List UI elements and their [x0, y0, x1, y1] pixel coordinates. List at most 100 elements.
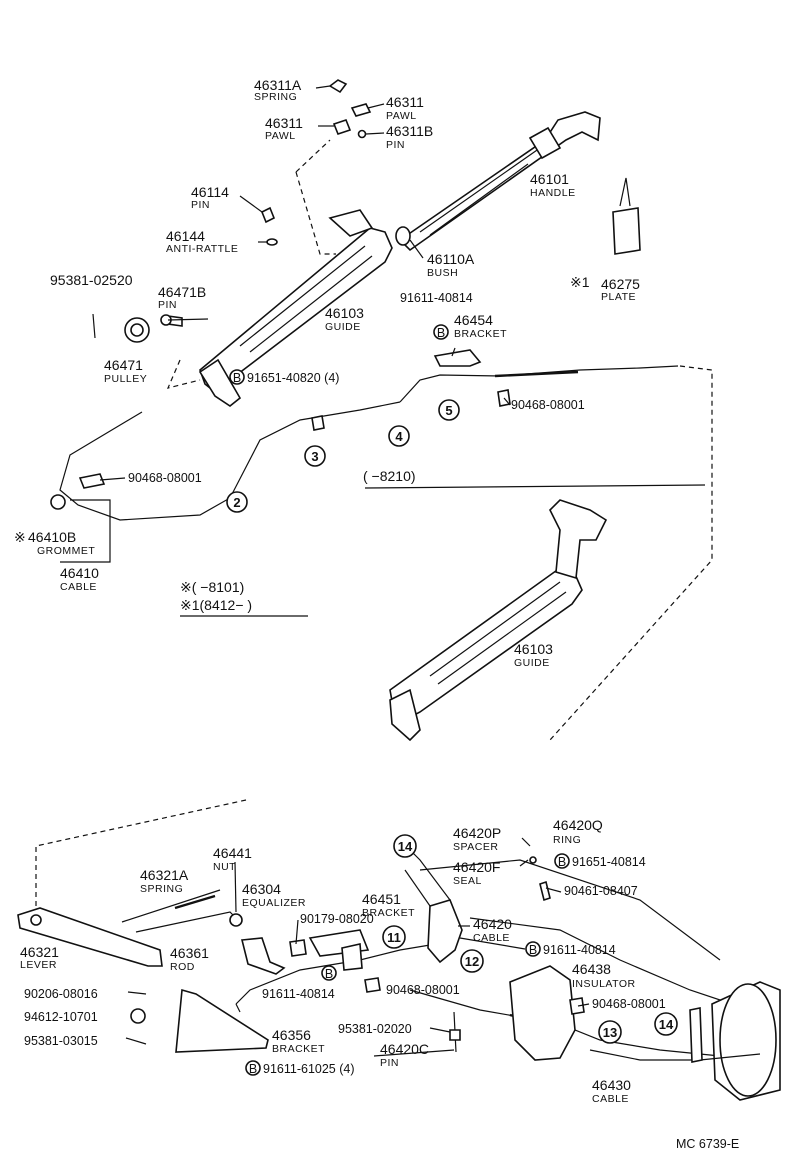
svg-text:PULLEY: PULLEY	[104, 373, 147, 385]
svg-text:46321: 46321	[20, 944, 59, 960]
svg-text:46311: 46311	[386, 94, 424, 110]
svg-text:46410: 46410	[60, 565, 99, 581]
svg-text:14: 14	[659, 1017, 674, 1032]
svg-text:11: 11	[387, 930, 401, 945]
callout-5: 5	[438, 399, 460, 421]
svg-text:46441: 46441	[213, 845, 252, 861]
label-91651-40820: 91651-40820 (4)	[247, 371, 339, 385]
svg-text:46451: 46451	[362, 891, 401, 907]
svg-text:PIN: PIN	[386, 139, 405, 151]
svg-text:46420: 46420	[473, 916, 512, 932]
svg-text:12: 12	[465, 954, 479, 969]
label-90461-08407: 90461-08407	[564, 884, 638, 898]
svg-text:※: ※	[14, 529, 26, 545]
leader-lines	[99, 85, 590, 1057]
label-91611-40814-upper: 91611-40814	[400, 291, 473, 305]
bolt-marks: B B B B B B	[229, 324, 570, 1076]
callout-12: 12	[460, 949, 484, 973]
svg-text:90461-08407: 90461-08407	[564, 884, 638, 898]
svg-text:LEVER: LEVER	[20, 959, 57, 971]
svg-text:46420P: 46420P	[453, 825, 501, 841]
svg-text:95381-02520: 95381-02520	[50, 272, 133, 288]
svg-text:PAWL: PAWL	[265, 130, 296, 142]
svg-text:46410B: 46410B	[28, 529, 76, 545]
bolt-mark-91611c: B	[321, 965, 337, 981]
svg-text:BRACKET: BRACKET	[362, 907, 415, 919]
label-94612-10701: 94612-10701	[24, 1010, 98, 1024]
svg-text:SPACER: SPACER	[453, 841, 498, 853]
bolt-mark-91611a: B	[433, 324, 449, 340]
svg-text:B: B	[529, 943, 537, 957]
svg-text:95381-02020: 95381-02020	[338, 1022, 412, 1036]
svg-text:46321A: 46321A	[140, 867, 189, 883]
rear-linkage-drawing	[17, 799, 781, 1101]
svg-text:91611-40814: 91611-40814	[400, 291, 473, 305]
svg-text:PIN: PIN	[191, 199, 210, 211]
svg-text:ROD: ROD	[170, 961, 195, 973]
svg-text:46101: 46101	[530, 171, 569, 187]
svg-text:GUIDE: GUIDE	[514, 657, 550, 669]
svg-text:46103: 46103	[514, 641, 553, 657]
svg-text:91611-40814: 91611-40814	[262, 987, 335, 1001]
svg-text:SPRING: SPRING	[140, 883, 183, 895]
svg-text:B: B	[233, 371, 241, 385]
svg-text:46114: 46114	[191, 184, 229, 200]
callout-2: 2	[226, 491, 248, 513]
svg-text:2: 2	[233, 495, 240, 510]
svg-text:PIN: PIN	[380, 1057, 399, 1069]
svg-text:PAWL: PAWL	[386, 110, 417, 122]
bolt-mark-91651a: B	[229, 369, 245, 385]
svg-text:94612-10701: 94612-10701	[24, 1010, 98, 1024]
svg-text:46103: 46103	[325, 305, 364, 321]
svg-text:B: B	[249, 1062, 257, 1076]
svg-text:※1: ※1	[570, 274, 590, 290]
bolt-mark-91651b: B	[554, 853, 570, 869]
svg-text:90179-08020: 90179-08020	[300, 912, 374, 926]
svg-text:HANDLE: HANDLE	[530, 187, 576, 199]
lower-guide-drawing	[364, 484, 706, 742]
svg-text:BRACKET: BRACKET	[272, 1043, 325, 1055]
svg-text:CABLE: CABLE	[592, 1093, 629, 1105]
svg-text:NUT: NUT	[213, 861, 236, 873]
svg-text:INSULATOR: INSULATOR	[572, 978, 636, 990]
drawing-id: MC 6739-E	[676, 1137, 739, 1151]
svg-text:90468-08001: 90468-08001	[386, 983, 460, 997]
label-95381-02520: 95381-02520	[50, 272, 133, 288]
svg-text:ANTI-RATTLE: ANTI-RATTLE	[166, 243, 238, 255]
svg-text:4: 4	[395, 429, 403, 444]
label-95381-03015: 95381-03015	[24, 1034, 98, 1048]
callout-3: 3	[304, 445, 326, 467]
handle-assembly-drawing	[92, 79, 641, 407]
label-90468-08001-lower-right: 90468-08001	[592, 997, 666, 1011]
callout-14-upper: 14	[393, 834, 417, 858]
svg-text:GROMMET: GROMMET	[37, 545, 95, 557]
label-90179-08020: 90179-08020	[300, 912, 374, 926]
svg-text:46454: 46454	[454, 312, 493, 328]
svg-text:3: 3	[311, 449, 318, 464]
svg-text:95381-03015: 95381-03015	[24, 1034, 98, 1048]
svg-text:90468-08001: 90468-08001	[511, 398, 585, 412]
svg-text:46420Q: 46420Q	[553, 817, 603, 833]
svg-text:91651-40814: 91651-40814	[572, 855, 646, 869]
